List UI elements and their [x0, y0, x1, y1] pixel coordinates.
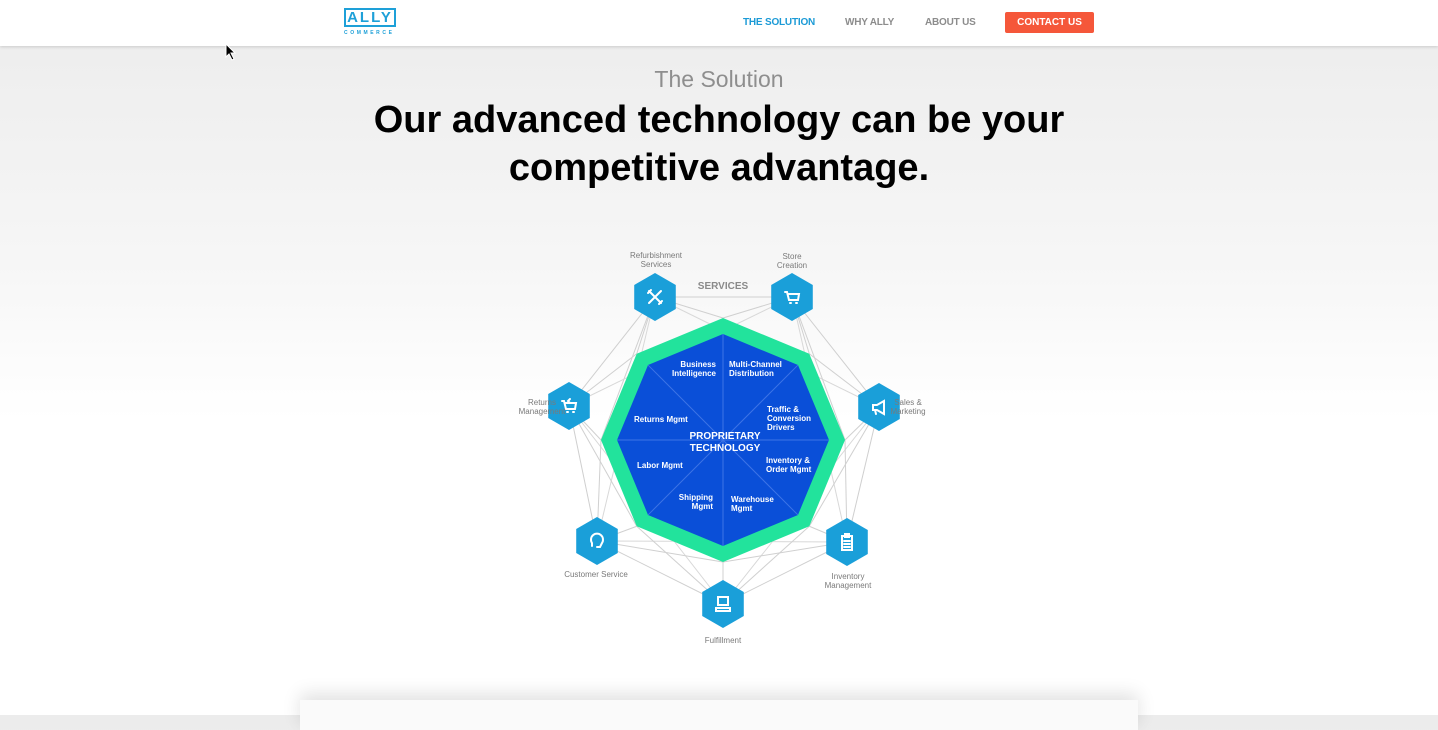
segment-label: Distribution — [729, 369, 774, 378]
connector-line — [568, 405, 638, 527]
segment-label: Intelligence — [672, 369, 717, 378]
service-node[interactable]: Customer Service — [564, 517, 628, 579]
service-label: Fulfillment — [705, 636, 742, 645]
headline-line-1: Our advanced technology can be your — [373, 99, 1065, 141]
segment-label: Drivers — [767, 423, 795, 432]
ally-commerce-logo[interactable]: ALLY COMMERCE — [344, 8, 398, 38]
segment-label: Inventory & — [766, 456, 810, 465]
segment-label: Mgmt — [731, 504, 753, 513]
cart-icon — [784, 291, 801, 304]
service-label: Services — [641, 260, 672, 269]
service-label: Creation — [777, 261, 807, 270]
contact-us-button[interactable]: CONTACT US — [1005, 12, 1094, 33]
connector-line — [596, 540, 724, 563]
service-hexagon — [548, 382, 590, 430]
headset-icon — [590, 532, 604, 548]
top-nav: ALLY COMMERCE THE SOLUTION WHY ALLY ABOU… — [0, 0, 1438, 46]
logo-text: ALLY — [344, 8, 396, 27]
service-node[interactable]: Fulfillment — [702, 580, 744, 645]
connector-line — [568, 296, 656, 407]
service-hexagon — [771, 273, 813, 321]
segment-divider — [722, 364, 799, 441]
page-headline: Our advanced technology can be your comp… — [0, 96, 1438, 192]
center-label-2: TECHNOLOGY — [690, 443, 761, 454]
service-hexagon — [576, 517, 618, 565]
next-section-card — [300, 700, 1138, 730]
segment-divider — [647, 364, 724, 441]
segment-label: Order Mgmt — [766, 465, 812, 474]
headline-line-2: competitive advantage. — [508, 147, 930, 189]
segment-label: Multi-Channel — [729, 360, 782, 369]
service-node[interactable]: Sales &Marketing — [858, 383, 926, 431]
tools-icon — [647, 289, 663, 305]
segment-divider — [647, 439, 724, 516]
connector-line — [568, 405, 598, 542]
nav-the-solution[interactable]: THE SOLUTION — [743, 17, 816, 28]
service-label: Returns — [528, 398, 556, 407]
service-label: Marketing — [890, 407, 925, 416]
segment-label: Returns Mgmt — [634, 415, 688, 424]
segment-label: Mgmt — [692, 502, 714, 511]
nav-why-ally[interactable]: WHY ALLY — [845, 17, 895, 28]
mouse-cursor-icon — [225, 43, 237, 61]
service-label: Store — [782, 252, 802, 261]
service-label: Customer Service — [564, 570, 628, 579]
nav-about-us[interactable]: ABOUT US — [925, 17, 976, 28]
connector-line — [791, 296, 880, 408]
service-label: Refurbishment — [630, 251, 683, 260]
service-label: Management — [519, 407, 566, 416]
center-label-1: PROPRIETARY — [689, 431, 760, 442]
service-hexagon — [858, 383, 900, 431]
megaphone-icon — [872, 399, 885, 416]
segment-label: Business — [680, 360, 716, 369]
service-label: Inventory — [832, 572, 865, 581]
connector-line — [846, 406, 880, 543]
segment-divider — [722, 439, 799, 516]
conveyor-icon — [715, 596, 731, 612]
connector-line — [808, 406, 880, 527]
connector-line — [596, 540, 724, 605]
segment-label: Traffic & — [767, 405, 799, 414]
segment-label: Warehouse — [731, 495, 774, 504]
logo-subtext: COMMERCE — [344, 30, 395, 36]
segment-label: Labor Mgmt — [637, 461, 683, 470]
services-label: SERVICES — [698, 281, 749, 292]
clipboard-icon — [841, 533, 853, 551]
section-eyebrow: The Solution — [654, 66, 784, 92]
segment-label: Conversion — [767, 414, 811, 423]
service-label: Sales & — [894, 398, 922, 407]
segment-label: Shipping — [679, 493, 713, 502]
return-cart-icon — [561, 398, 578, 413]
connector-line — [791, 296, 846, 441]
service-label: Management — [825, 581, 872, 590]
connector-line — [600, 296, 656, 441]
